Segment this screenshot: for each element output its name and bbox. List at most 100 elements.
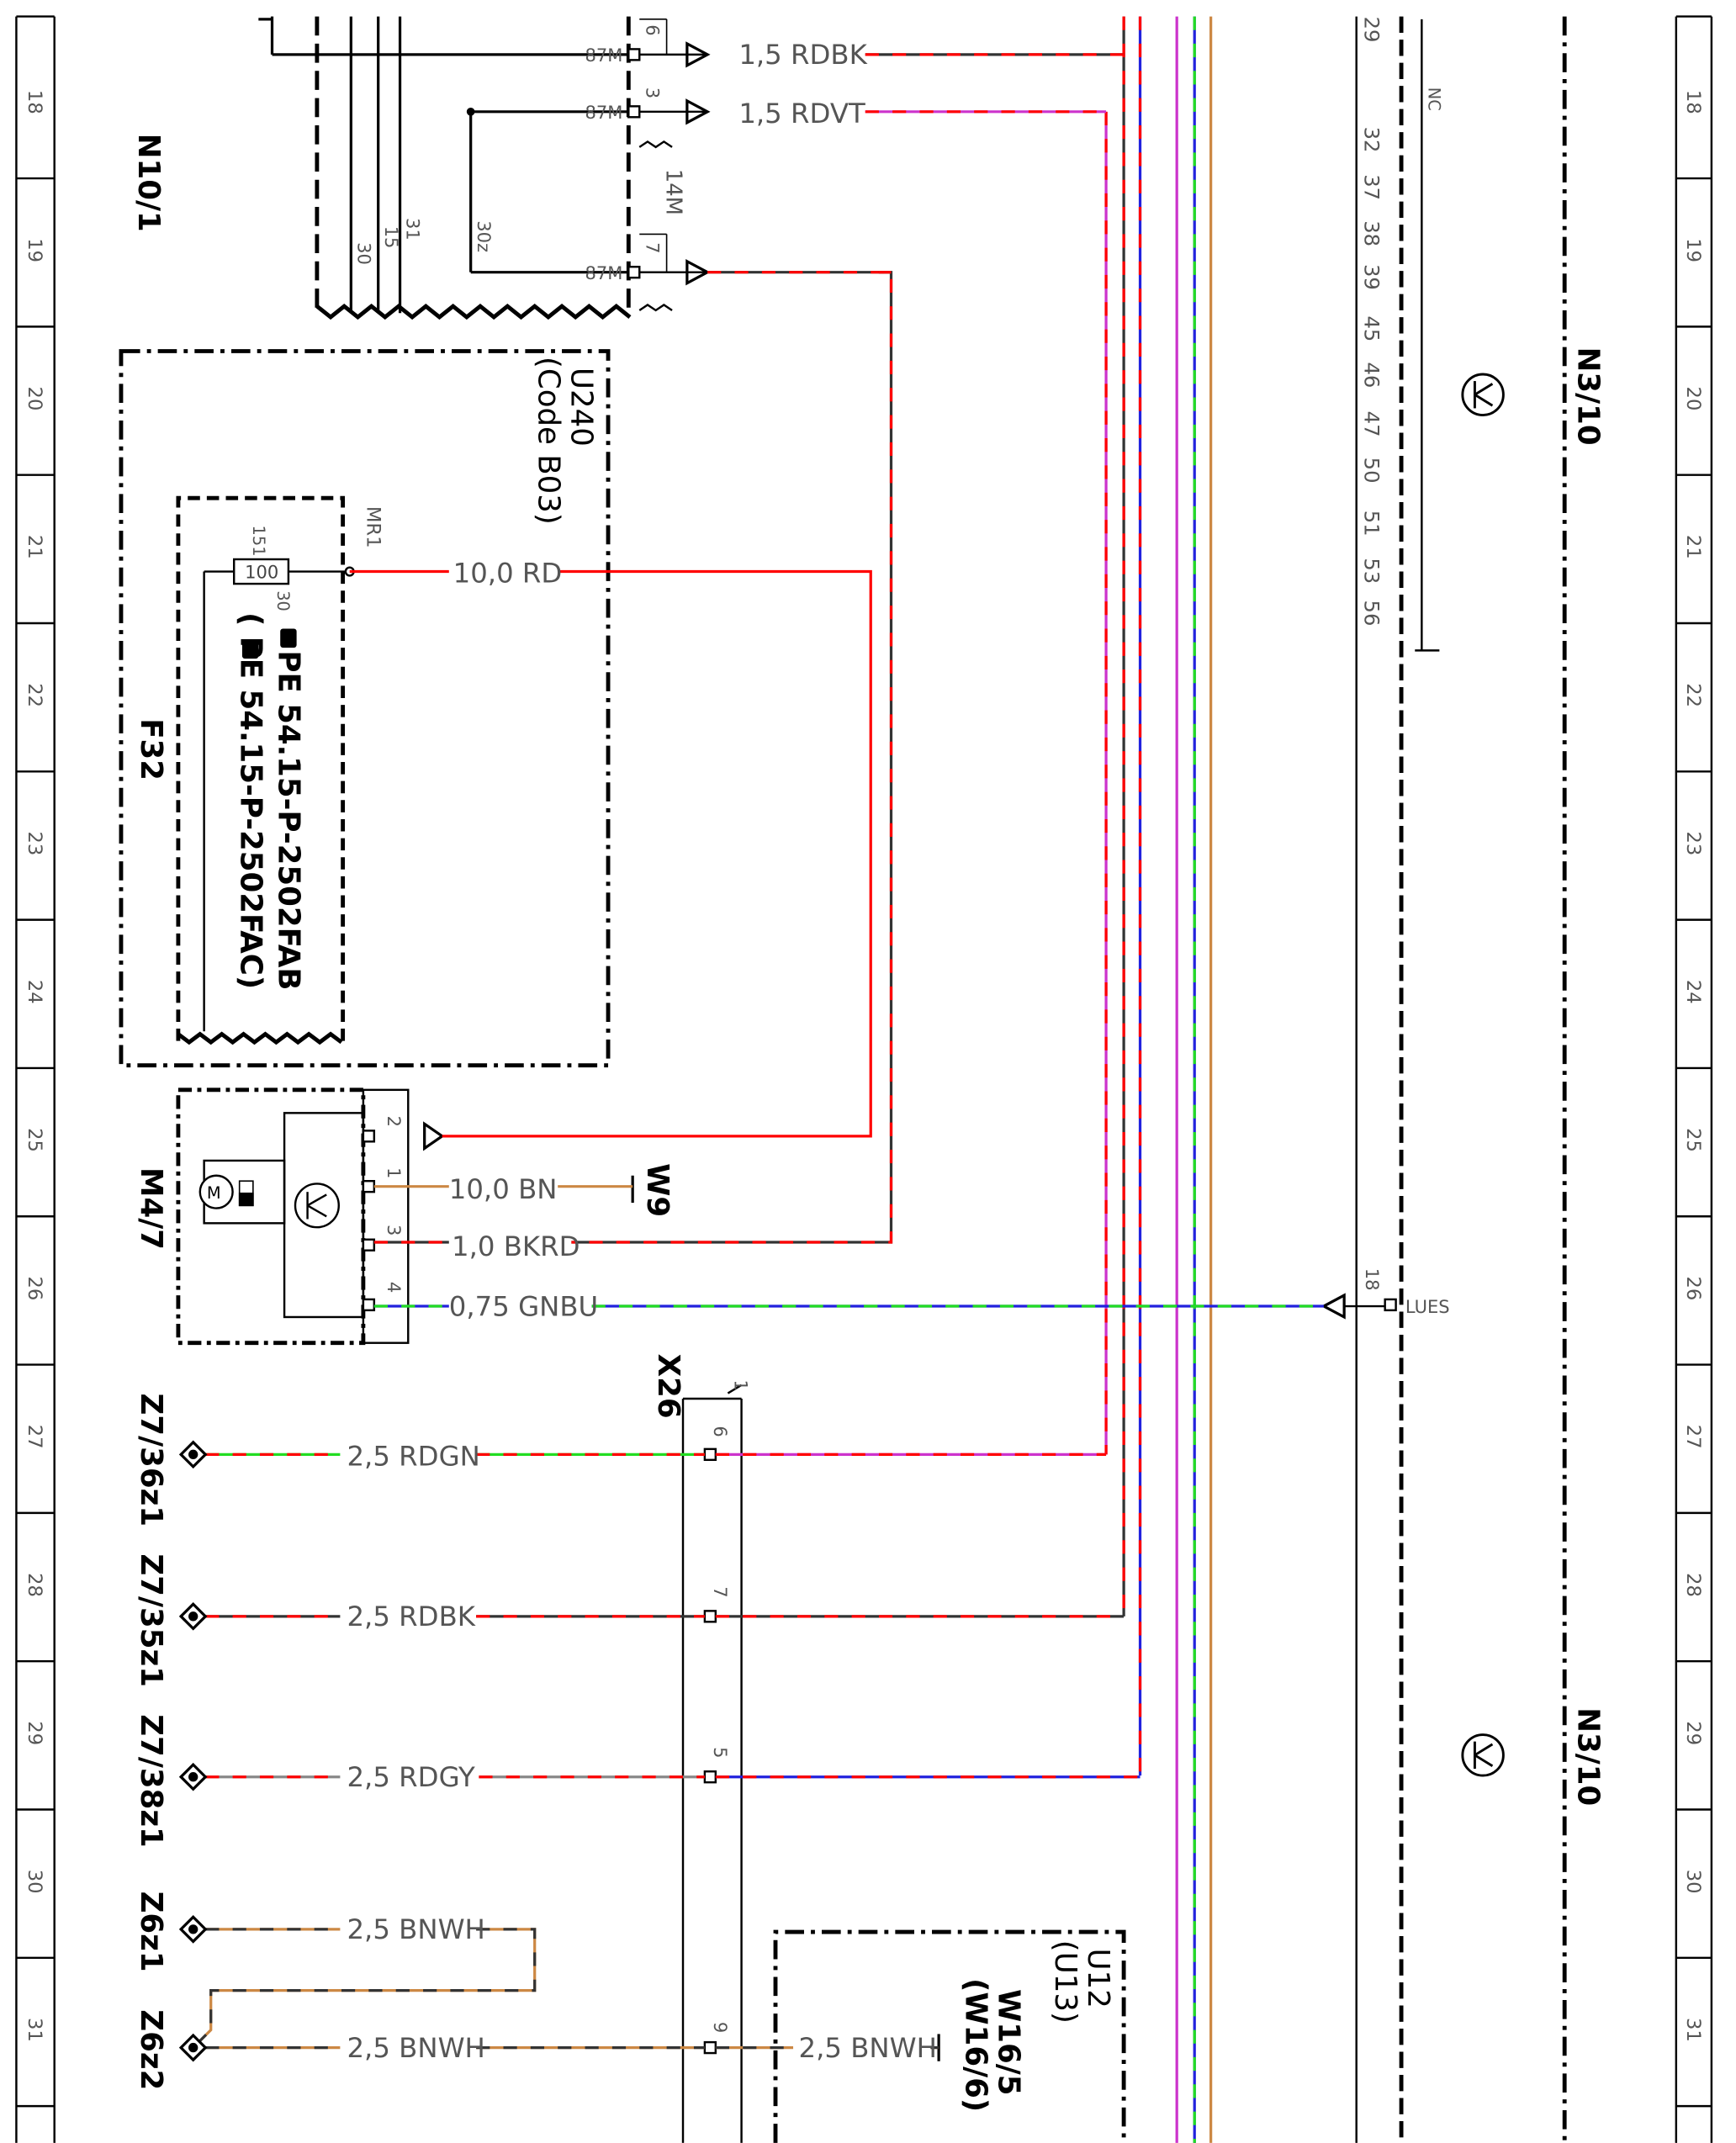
wire-label-rdgy: 2,5 RDGY bbox=[347, 1761, 475, 1793]
m4-7-title: M4/7 bbox=[134, 1167, 168, 1250]
wire-label-bnwh-3: 2,5 BNWH bbox=[799, 2032, 937, 2064]
n3-10-pin-number: 53 bbox=[1359, 558, 1384, 584]
n3-10-pin-number: 46 bbox=[1359, 362, 1384, 388]
wire-label-rdbk-top: 1,5 RDBK bbox=[738, 39, 867, 71]
row-number: 21 bbox=[24, 535, 45, 559]
z7-35z1-label: Z7/35z1 bbox=[134, 1553, 168, 1687]
row-number: 19 bbox=[24, 238, 45, 262]
n3-10-pin-number: 38 bbox=[1359, 220, 1384, 246]
n3-10-pin-number: 50 bbox=[1359, 458, 1384, 484]
n3-10-pin-number: 29 bbox=[1359, 17, 1384, 43]
x26-pin-5: 5 bbox=[710, 1747, 731, 1758]
row-number: 26 bbox=[1682, 1276, 1704, 1300]
wire-label-bkrd: 1,0 BKRD bbox=[452, 1230, 580, 1262]
row-number: 31 bbox=[1682, 2018, 1704, 2042]
f32-block bbox=[176, 495, 355, 1045]
m4-7-pin-2: 2 bbox=[384, 1116, 405, 1127]
row-number: 20 bbox=[1682, 387, 1704, 411]
n3-10-pin-number: 51 bbox=[1359, 511, 1384, 537]
terminal-labels: Z7/36z1 Z7/35z1 Z7/38z1 Z6z1 Z6z2 bbox=[134, 1394, 168, 2091]
row-number: 23 bbox=[1682, 832, 1704, 856]
pin-6-label: 6 bbox=[642, 24, 663, 35]
n3-10-lues-label: LUES bbox=[1405, 1296, 1450, 1317]
wire-label-bnwh-2: 2,5 BNWH bbox=[347, 2032, 484, 2064]
x26-pin-1: 1 bbox=[730, 1379, 751, 1390]
n10-1-title: N10/1 bbox=[131, 134, 166, 232]
wire-label-rd10: 10,0 RD bbox=[453, 557, 563, 589]
pin-3-label: 3 bbox=[642, 87, 663, 98]
wire-label-gnbu: 0,75 GNBU bbox=[449, 1290, 598, 1322]
row-number: 23 bbox=[24, 832, 45, 856]
fuse-value: 100 bbox=[245, 562, 278, 583]
n10-1-pin-labels: 30 15 31 30z 87M 87M 87M 6 3 7 14M bbox=[353, 24, 685, 283]
wire-segment bbox=[442, 569, 872, 1138]
n3-10-pin-number: 45 bbox=[1359, 315, 1384, 341]
pin-30-label: 30 bbox=[353, 242, 374, 265]
row-number: 20 bbox=[24, 387, 45, 411]
m4-7-pin-3: 3 bbox=[384, 1225, 405, 1236]
wires bbox=[196, 16, 1324, 2143]
row-number: 30 bbox=[1682, 1870, 1704, 1894]
row-number: 18 bbox=[1682, 90, 1704, 114]
z6z2-label: Z6z2 bbox=[134, 2009, 168, 2090]
m4-7-pin-1: 1 bbox=[384, 1167, 405, 1178]
u240-title: U240 bbox=[564, 368, 598, 447]
fuse-pin-151: 151 bbox=[249, 526, 268, 557]
wire-segment-stripe bbox=[571, 271, 893, 1244]
wire-labels: 1,5 RDBK 1,5 RDVT 10,0 RD 10,0 BN 1,0 BK… bbox=[347, 39, 936, 2064]
wire-label-bn10: 10,0 BN bbox=[449, 1173, 558, 1205]
row-number: 25 bbox=[1682, 1128, 1704, 1152]
row-number: 22 bbox=[24, 683, 45, 707]
mr1-label: MR1 bbox=[363, 506, 384, 548]
wire-segment-stripe bbox=[196, 1928, 537, 2045]
n3-10-pin-number: 47 bbox=[1359, 411, 1384, 437]
row-number: 19 bbox=[1682, 238, 1704, 262]
n3-10-pin-number: 56 bbox=[1359, 601, 1384, 627]
pin-87m-3: 87M bbox=[585, 262, 623, 283]
n3-10-pin-number: 37 bbox=[1359, 174, 1384, 200]
n3-10-pin-number: 39 bbox=[1359, 264, 1384, 290]
wire-segment bbox=[571, 271, 893, 1244]
wire-label-rdgn: 2,5 RDGN bbox=[347, 1440, 479, 1472]
u12-block bbox=[773, 1929, 1126, 2143]
z6z1-label: Z6z1 bbox=[134, 1892, 168, 1972]
u240-code: (Code B03) bbox=[532, 357, 566, 525]
n3-10-block bbox=[1321, 16, 1567, 2143]
row-number: 24 bbox=[24, 980, 45, 1004]
f32-title: F32 bbox=[134, 718, 168, 780]
transistor-icon bbox=[1461, 373, 1505, 1777]
connector-14m-label: 14M bbox=[661, 169, 686, 215]
pin-30z-label: 30z bbox=[474, 220, 495, 252]
n3-10-pin-18: 18 bbox=[1362, 1268, 1383, 1291]
x26-pin-9: 9 bbox=[710, 2022, 731, 2033]
z7-36z1-label: Z7/36z1 bbox=[134, 1394, 168, 1527]
row-number: 24 bbox=[1682, 980, 1704, 1004]
m4-7-pin-labels: 2 1 3 4 bbox=[384, 1116, 405, 1294]
n3-10-nc-label: NC bbox=[1424, 87, 1443, 111]
row-number: 31 bbox=[24, 2018, 45, 2042]
row-number: 27 bbox=[24, 1425, 45, 1449]
u12-sub: (U13) bbox=[1048, 1940, 1082, 2024]
row-number: 29 bbox=[1682, 1721, 1704, 1745]
w16-5-title: W16/5 bbox=[991, 1989, 1025, 2096]
row-number: 22 bbox=[1682, 683, 1704, 707]
w9-ground-label: W9 bbox=[640, 1163, 675, 1217]
pe-reference-2: ( PE 54.15-P-2502FAC) bbox=[233, 612, 267, 989]
pin-87m-2: 87M bbox=[585, 102, 623, 123]
n10-1-block bbox=[258, 16, 711, 320]
pin-87m-1: 87M bbox=[585, 45, 623, 66]
wire-label-rdbk: 2,5 RDBK bbox=[347, 1601, 475, 1632]
x26-pin-6: 6 bbox=[710, 1426, 731, 1437]
wire-label-rdvt: 1,5 RDVT bbox=[738, 98, 865, 130]
pin-15-label: 15 bbox=[381, 226, 402, 249]
row-number: 27 bbox=[1682, 1425, 1704, 1449]
wire-label-bnwh-1: 2,5 BNWH bbox=[347, 1913, 484, 1945]
pe-reference-1: PE 54.15-P-2502FAB bbox=[272, 650, 306, 990]
m4-7-pin-4: 4 bbox=[384, 1282, 405, 1293]
wire-segment bbox=[196, 1928, 537, 2045]
pin-31-label: 31 bbox=[403, 218, 424, 241]
